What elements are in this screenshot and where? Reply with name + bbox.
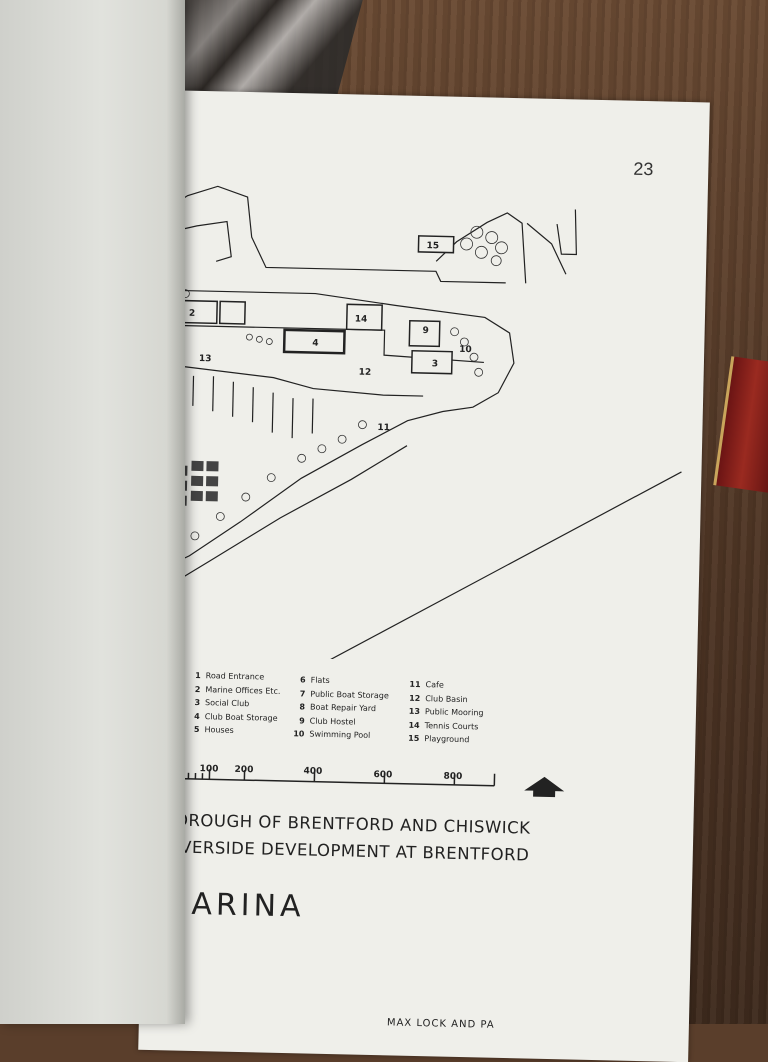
map-label-4: 4 (312, 339, 318, 349)
page-number: 23 (633, 159, 654, 180)
title-line-1: BOROUGH OF BRENTFORD AND CHISWICK (163, 810, 583, 839)
site-plan-map: 2 3 4 8 9 10 11 12 13 14 15 (147, 175, 698, 667)
credit-text: MAX LOCK AND PA (387, 1017, 495, 1030)
main-title: MARINA (161, 886, 582, 931)
title-line-2: RIVERSIDE DEVELOPMENT AT BRENTFORD (163, 837, 583, 866)
map-label-9: 9 (422, 326, 428, 336)
scale-label-800: 800 (443, 772, 462, 782)
scale-label-400: 400 (303, 766, 322, 776)
map-label-10: 10 (459, 345, 472, 355)
scale-bar: 100 200 400 600 800 (169, 758, 590, 813)
map-label-11: 11 (377, 423, 390, 433)
map-label-15: 15 (426, 241, 439, 251)
right-page: 23 (138, 90, 710, 1062)
map-label-12: 12 (359, 368, 372, 378)
title-block: BOROUGH OF BRENTFORD AND CHISWICK RIVERS… (161, 810, 583, 931)
map-label-13: 13 (199, 354, 212, 364)
scale-label-100: 100 (199, 764, 218, 774)
scale-label-200: 200 (234, 765, 253, 775)
arrow-icon (524, 776, 564, 797)
scale-label-600: 600 (373, 770, 392, 780)
map-label-3: 3 (432, 359, 438, 369)
map-label-14: 14 (355, 314, 368, 324)
map-label-2: 2 (189, 309, 195, 319)
left-page (0, 0, 185, 1024)
